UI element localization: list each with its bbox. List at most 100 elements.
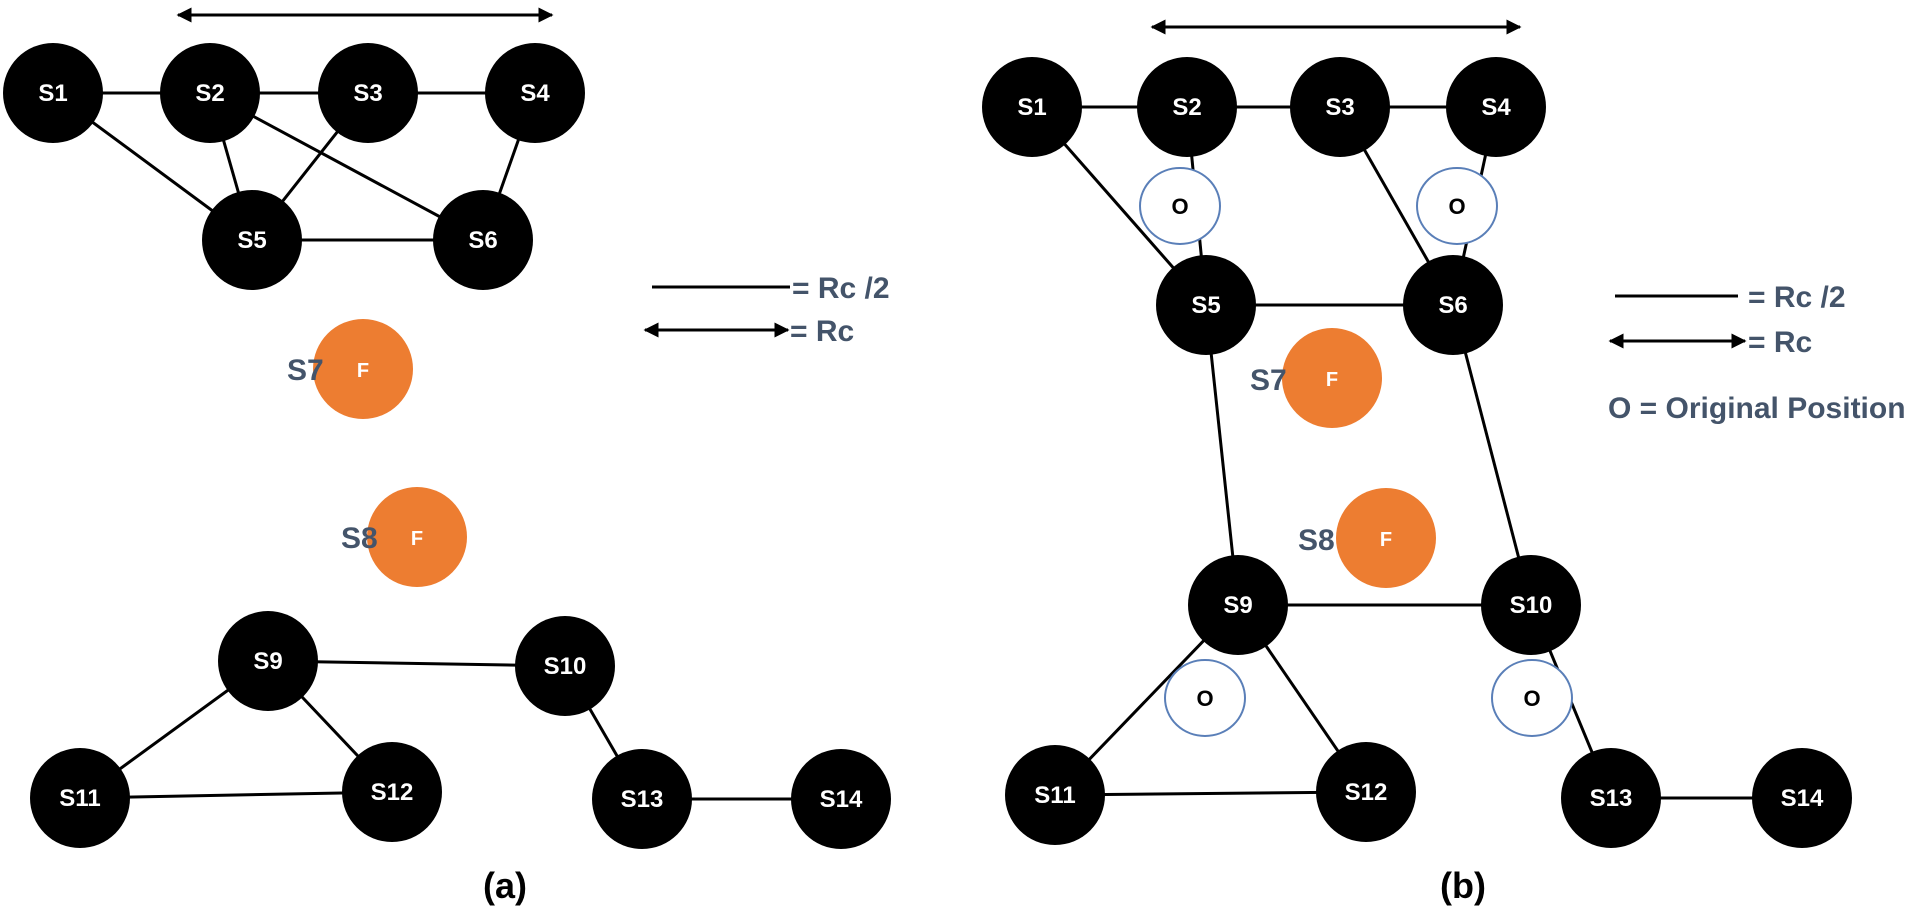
sensor-node-circle — [485, 43, 585, 143]
node-a-s9: S9 — [218, 611, 318, 711]
node-label: F — [1380, 529, 1392, 551]
edge-b-s6-s10 — [1451, 304, 1533, 606]
node-a-s6: S6 — [433, 190, 533, 290]
original-position-marker-b-3: O — [1164, 659, 1246, 737]
node-b-s3: S3 — [1290, 57, 1390, 157]
sensor-node-circle — [1290, 57, 1390, 157]
node-label: S5 — [237, 227, 266, 254]
sensor-node-circle — [1446, 57, 1546, 157]
failed-node-circle — [313, 319, 413, 419]
node-b-s14: S14 — [1752, 748, 1852, 848]
node-b-s6: S6 — [1403, 255, 1503, 355]
sensor-node-circle — [515, 616, 615, 716]
node-label: S4 — [520, 80, 550, 107]
edge-a-s11-s12 — [79, 790, 393, 800]
edge-b-s5-s9 — [1204, 304, 1240, 606]
sensor-node-circle — [318, 43, 418, 143]
panel-b-caption: (b) — [1440, 865, 1486, 906]
node-a-s5: S5 — [202, 190, 302, 290]
node-b-s7: F S7 — [1250, 328, 1382, 428]
node-label: S3 — [1325, 94, 1354, 121]
original-position-marker-b-2: O — [1416, 167, 1498, 245]
node-b-s12: S12 — [1316, 742, 1416, 842]
sensor-node-circle — [1005, 745, 1105, 845]
node-b-s11: S11 — [1005, 745, 1105, 845]
edge-a-s2-s6 — [209, 91, 484, 242]
node-a-s14: S14 — [791, 749, 891, 849]
node-label: S13 — [621, 786, 664, 813]
legend-a-range-text: = Rc — [790, 315, 854, 348]
panel-a-caption: (a) — [483, 865, 527, 906]
sensor-node-circle — [1403, 255, 1503, 355]
sensor-node-circle — [592, 749, 692, 849]
original-position-label: O — [1448, 194, 1465, 219]
legend-b: = Rc /2 = Rc O = Original Position — [1608, 281, 1905, 425]
failed-node-side-label: S7 — [287, 354, 324, 387]
node-a-s11: S11 — [30, 748, 130, 848]
sensor-node-circle — [1156, 255, 1256, 355]
failed-node-side-label: S7 — [1250, 364, 1287, 397]
node-a-s12: S12 — [342, 742, 442, 842]
node-label: S9 — [1223, 592, 1252, 619]
sensor-node-circle — [202, 190, 302, 290]
edge-b-s11-s12 — [1054, 790, 1367, 797]
sensor-node-circle — [3, 43, 103, 143]
node-b-s8: FS8 — [1298, 488, 1436, 588]
node-a-s1: S1 — [3, 43, 103, 143]
node-a-s8: FS8 — [341, 487, 467, 587]
node-label: S2 — [1172, 94, 1201, 121]
node-b-s1: S1 — [982, 57, 1082, 157]
node-label: S5 — [1191, 292, 1220, 319]
node-label: S14 — [820, 786, 863, 813]
node-a-s10: S10 — [515, 616, 615, 716]
node-a-s3: S3 — [318, 43, 418, 143]
failed-node-circle — [1336, 488, 1436, 588]
node-label: S3 — [353, 80, 382, 107]
sensor-node-circle — [1316, 742, 1416, 842]
failed-node-side-label: S8 — [341, 522, 378, 555]
node-b-s13: S13 — [1561, 748, 1661, 848]
original-position-circle — [1491, 659, 1573, 737]
original-position-circle — [1164, 659, 1246, 737]
node-a-s7: F S7 — [287, 319, 413, 419]
failed-node-circle — [1282, 328, 1382, 428]
sensor-node-circle — [1137, 57, 1237, 157]
node-a-s2: S2 — [160, 43, 260, 143]
node-label: S1 — [1017, 94, 1046, 121]
sensor-node-circle — [1752, 748, 1852, 848]
node-label: S6 — [1438, 292, 1467, 319]
original-position-circle — [1416, 167, 1498, 245]
original-position-marker-b-1: O — [1139, 167, 1221, 245]
node-label: S13 — [1590, 785, 1633, 812]
node-b-s9: S9 — [1188, 555, 1288, 655]
legend-a-half-range-text: = Rc /2 — [792, 272, 890, 305]
sensor-node-circle — [791, 749, 891, 849]
node-label: S4 — [1481, 94, 1511, 121]
node-label: S12 — [1345, 779, 1388, 806]
sensor-node-circle — [982, 57, 1082, 157]
node-label: S10 — [1510, 592, 1553, 619]
node-label: S10 — [544, 653, 587, 680]
original-position-label: O — [1171, 194, 1188, 219]
node-label: S6 — [468, 227, 497, 254]
legend-b-range-text: = Rc — [1748, 326, 1812, 359]
legend-b-half-range-text: = Rc /2 — [1748, 281, 1846, 314]
node-b-s2: S2 — [1137, 57, 1237, 157]
node-label: S1 — [38, 80, 67, 107]
node-label: F — [357, 360, 369, 382]
sensor-node-circle — [218, 611, 318, 711]
original-position-circle — [1139, 167, 1221, 245]
node-label: S11 — [1034, 782, 1075, 809]
sensor-node-circle — [160, 43, 260, 143]
sensor-node-circle — [1481, 555, 1581, 655]
node-label: F — [1326, 369, 1338, 391]
panel-a-edges — [52, 91, 841, 801]
sensor-node-circle — [1188, 555, 1288, 655]
node-a-s4: S4 — [485, 43, 585, 143]
node-label: S2 — [195, 80, 224, 107]
